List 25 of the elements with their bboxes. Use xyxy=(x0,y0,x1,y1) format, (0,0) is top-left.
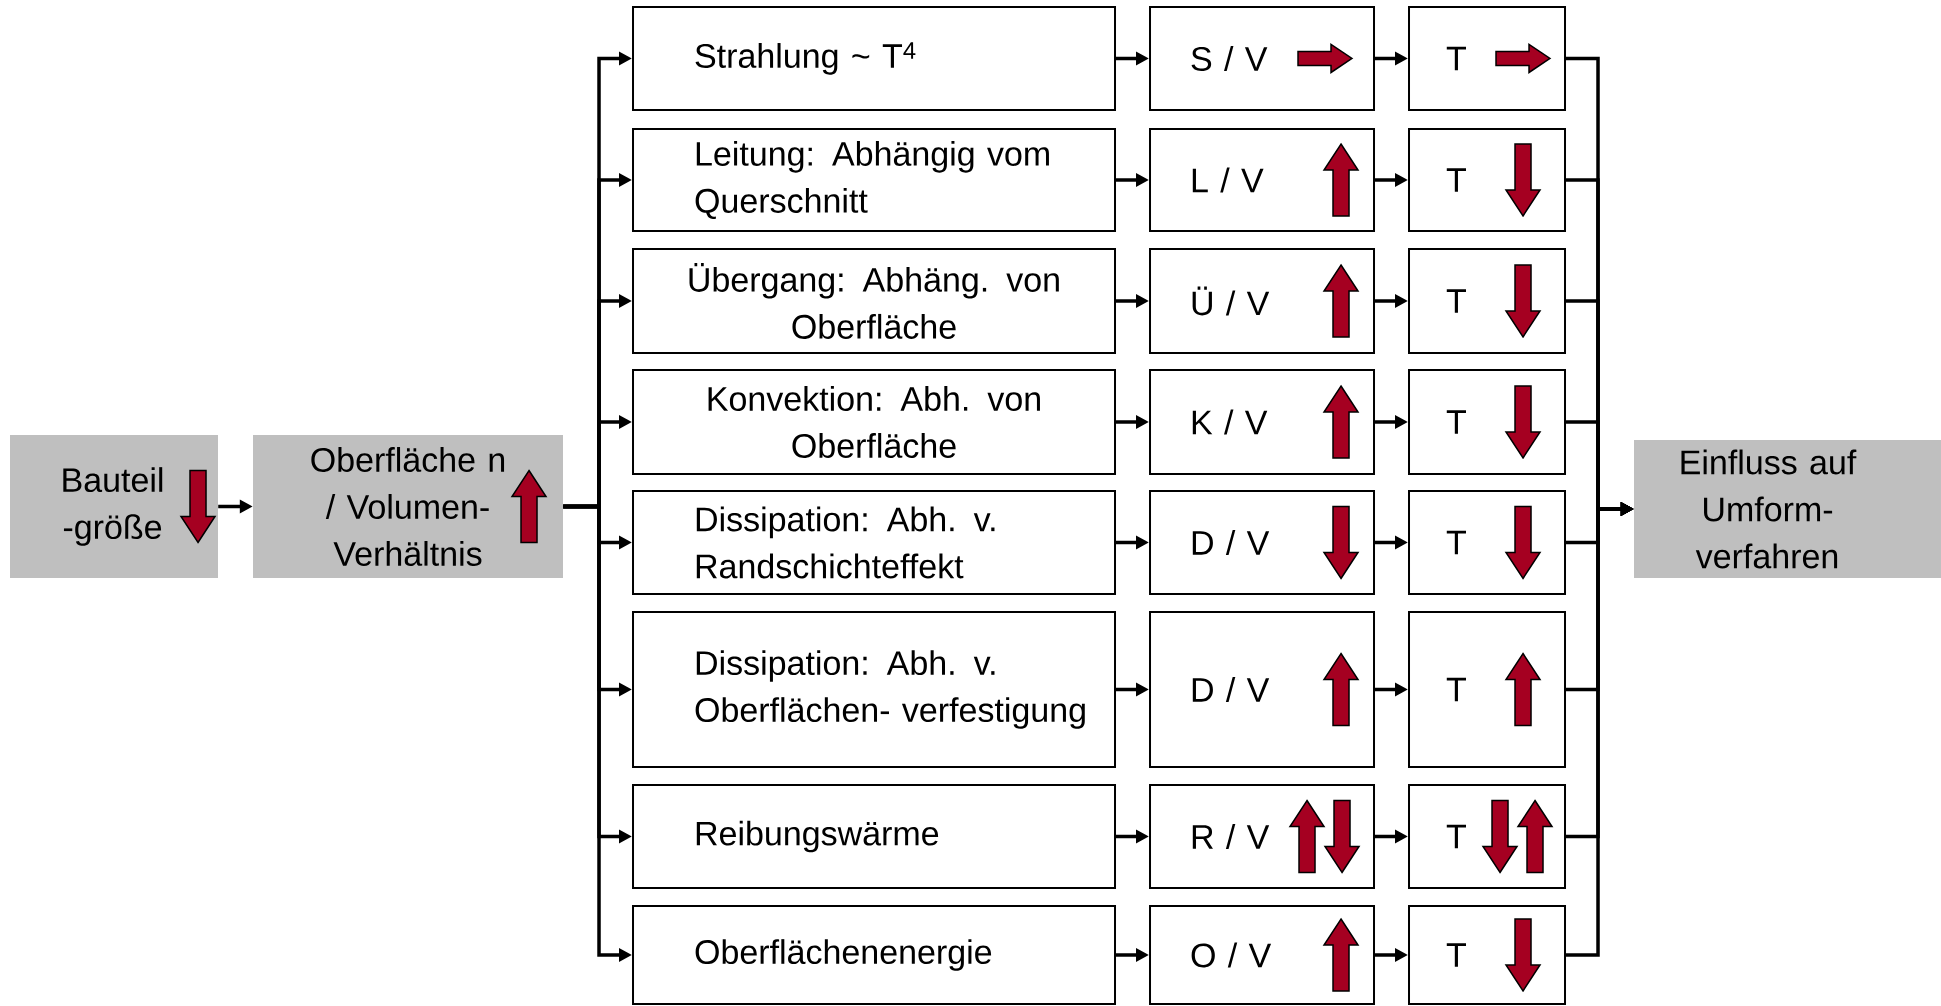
ratio-box: K / V xyxy=(1149,369,1375,475)
result-box: Einfluss auf Umform- verfahren xyxy=(1634,440,1941,578)
process-box: Konvektion: Abh. von Oberfläche xyxy=(632,369,1116,475)
ratio-box: L / V xyxy=(1149,128,1375,232)
ratio-box: D / V xyxy=(1149,611,1375,768)
ratio-box: D / V xyxy=(1149,490,1375,595)
temperature-box: T xyxy=(1408,128,1566,232)
process-box: Dissipation: Abh. v. Oberflächen- verfestigung xyxy=(632,611,1116,768)
process-box: Oberfläche n / Volumen- Verhältnis xyxy=(253,435,563,578)
temperature-box: T xyxy=(1408,248,1566,354)
process-box: Oberflächenenergie xyxy=(632,905,1116,1005)
ratio-box: Ü / V xyxy=(1149,248,1375,354)
temperature-box: T xyxy=(1408,6,1566,111)
temperature-box: T xyxy=(1408,490,1566,595)
process-box: Strahlung ~ T$^{4}$ xyxy=(632,6,1116,111)
ratio-box: S / V xyxy=(1149,6,1375,111)
temperature-box: T xyxy=(1408,905,1566,1005)
temperature-box: T xyxy=(1408,369,1566,475)
ratio-box: O / V xyxy=(1149,905,1375,1005)
process-box: Dissipation: Abh. v. Randschichteffekt xyxy=(632,490,1116,595)
process-box: Bauteil -größe xyxy=(10,435,218,578)
temperature-box: T xyxy=(1408,611,1566,768)
process-box: Reibungswärme xyxy=(632,784,1116,889)
process-box: Leitung: Abhängig vom Querschnitt xyxy=(632,128,1116,232)
process-box: Übergang: Abhäng. von Oberfläche xyxy=(632,248,1116,354)
